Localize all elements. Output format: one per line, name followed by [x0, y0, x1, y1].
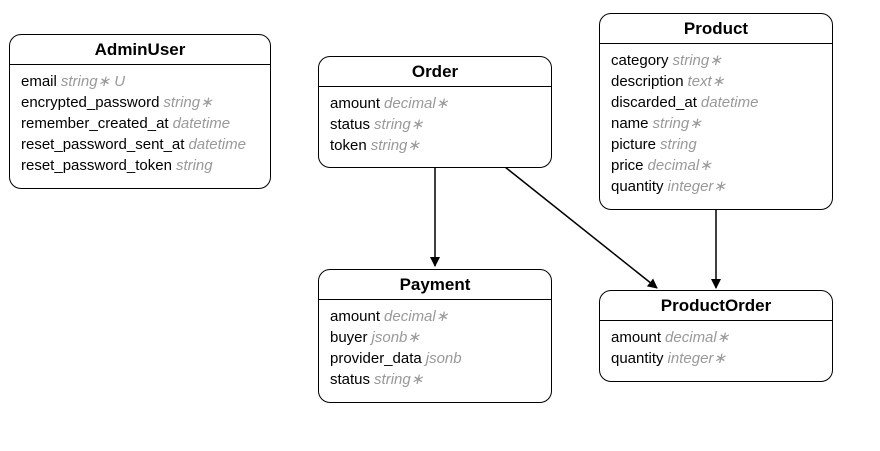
attribute-type: integer∗ [667, 350, 726, 367]
attribute-name: amount [611, 329, 662, 346]
attribute-type: jsonb [425, 350, 462, 367]
attribute-type: string∗ [374, 116, 424, 133]
attribute-type: decimal∗ [384, 95, 449, 112]
attribute-name: quantity [611, 178, 664, 195]
attribute-name: token [330, 137, 367, 154]
attribute-name: email [21, 73, 57, 90]
attribute-type: decimal∗ [647, 157, 712, 174]
attribute-type: string [175, 157, 213, 174]
attribute-type: datetime [700, 94, 759, 111]
entity-productorder-title: ProductOrder [600, 291, 832, 321]
attribute-name: encrypted_password [21, 94, 160, 111]
attribute-name: amount [330, 308, 381, 325]
attribute-type: datetime [188, 136, 246, 153]
attribute-type: integer∗ [667, 178, 726, 195]
attribute-name: provider_data [330, 350, 422, 367]
attribute-type: string∗ [374, 371, 424, 388]
attribute-type: string∗ [163, 94, 213, 111]
attribute-type: datetime [172, 115, 231, 132]
attribute-name: remember_created_at [21, 115, 169, 132]
attribute-type: string∗ [652, 115, 702, 132]
attribute-name: name [611, 115, 649, 132]
attribute-type: string∗ [370, 137, 420, 154]
attribute-name: picture [611, 136, 657, 153]
attribute-name: price [611, 157, 644, 174]
attribute-type: decimal∗ [384, 308, 449, 325]
attribute-name: status [330, 116, 371, 133]
attribute-name: reset_password_token [21, 157, 172, 174]
entity-order-title: Order [319, 57, 551, 87]
attribute-type: text∗ [687, 73, 725, 90]
edge-order-productorder [504, 166, 658, 289]
attribute-type: jsonb∗ [371, 329, 420, 346]
attribute-type: string [660, 136, 697, 153]
attribute-type: string∗ [672, 52, 722, 69]
attribute-name: amount [330, 95, 381, 112]
attribute-name: category [611, 52, 669, 69]
attribute-name: buyer [330, 329, 368, 346]
attribute-name: reset_password_sent_at [21, 136, 185, 153]
attribute-type: decimal∗ [665, 329, 730, 346]
attribute-type: string∗ U [60, 73, 126, 90]
attribute-name: description [611, 73, 684, 90]
attribute-name: discarded_at [611, 94, 697, 111]
attribute-name: quantity [611, 350, 664, 367]
entity-payment-title: Payment [319, 270, 551, 300]
entity-product-title: Product [600, 14, 832, 44]
entity-adminuser-title: AdminUser [10, 35, 270, 65]
attribute-name: status [330, 371, 371, 388]
